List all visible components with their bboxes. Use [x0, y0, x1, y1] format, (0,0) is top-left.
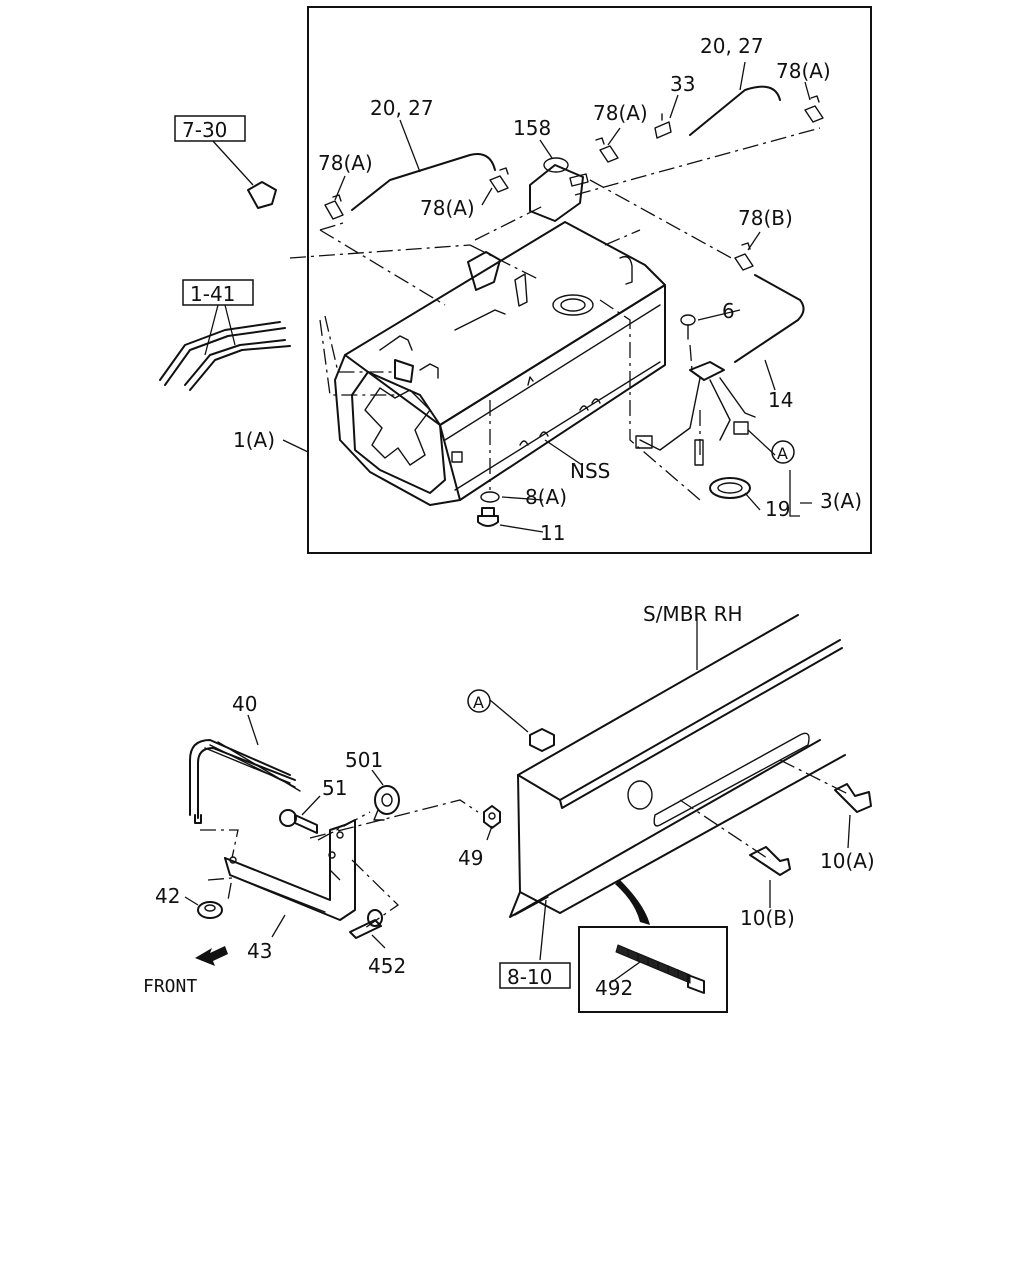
- connector-a-callout-top: A: [771, 440, 795, 464]
- ref-box-7-30[interactable]: 7-30: [174, 115, 246, 142]
- bushing-501[interactable]: [373, 785, 400, 821]
- label-gasket-19: 19: [765, 497, 790, 521]
- label-band-40: 40: [232, 692, 257, 716]
- label-hose-14: 14: [768, 388, 793, 412]
- label-plug-11: 11: [540, 521, 565, 545]
- label-screw-6: 6: [722, 299, 735, 323]
- nut-49[interactable]: [483, 805, 501, 829]
- svg-text:8-10: 8-10: [507, 965, 552, 989]
- label-clip-10a: 10(A): [820, 849, 875, 873]
- label-bracket-43: 43: [247, 939, 272, 963]
- label-front: FRONT: [143, 976, 197, 997]
- clip-78a-center[interactable]: [489, 167, 509, 193]
- hose-14[interactable]: [734, 274, 805, 363]
- label-bolt-51: 51: [322, 776, 347, 800]
- label-tank-1a: 1(A): [233, 428, 275, 452]
- nut-42[interactable]: [197, 901, 223, 919]
- cable-tie-492[interactable]: [615, 944, 705, 994]
- connector-block[interactable]: [529, 728, 555, 752]
- label-clip-78a-right-top: 78(A): [776, 59, 831, 83]
- tank-band-40[interactable]: [189, 739, 301, 824]
- connector-a-callout-bottom: A: [467, 689, 491, 713]
- label-bolt-452: 452: [368, 954, 406, 978]
- label-tie-492: 492: [595, 976, 633, 1000]
- screw-6[interactable]: [680, 314, 696, 340]
- svg-text:A: A: [473, 693, 484, 712]
- clip-10b[interactable]: [749, 846, 791, 876]
- bracket-43[interactable]: [224, 819, 356, 921]
- drain-plug-11[interactable]: [477, 507, 499, 527]
- bolt-452[interactable]: [349, 909, 383, 939]
- label-hose-upper-right: 20, 27: [700, 34, 764, 58]
- hose-upper-right[interactable]: [689, 85, 781, 136]
- frame-side-member[interactable]: [509, 614, 846, 918]
- clip-78a-left[interactable]: [324, 194, 344, 220]
- front-arrow-icon: [195, 946, 228, 966]
- bracket-158[interactable]: [529, 157, 589, 222]
- label-hose-upper-left: 20, 27: [370, 96, 434, 120]
- screw-33[interactable]: [654, 113, 672, 139]
- clip-78a-right-top[interactable]: [804, 95, 824, 123]
- label-frame-member: S/MBR RH: [643, 602, 743, 626]
- tank-detail-frame: [307, 6, 872, 554]
- ref-box-8-10[interactable]: 8-10: [499, 962, 571, 989]
- svg-text:1-41: 1-41: [190, 282, 235, 306]
- svg-text:A: A: [777, 444, 788, 463]
- label-clip-78b: 78(B): [738, 206, 793, 230]
- fuel-lines-1-41[interactable]: [159, 321, 291, 391]
- clip-10a[interactable]: [834, 783, 872, 813]
- tie-detail-frame: [578, 926, 728, 1013]
- fuel-sender-3a[interactable]: [635, 361, 756, 466]
- svg-text:7-30: 7-30: [182, 118, 227, 142]
- label-nut-42: 42: [155, 884, 180, 908]
- ref-box-1-41[interactable]: 1-41: [182, 279, 254, 306]
- label-screw-33: 33: [670, 72, 695, 96]
- clamp-7-30-part[interactable]: [247, 181, 277, 209]
- label-clip-78a-left: 78(A): [318, 151, 373, 175]
- label-clip-10b: 10(B): [740, 906, 795, 930]
- label-bracket-158: 158: [513, 116, 551, 140]
- bolt-51[interactable]: [279, 809, 318, 834]
- label-clip-78a-mid-top: 78(A): [593, 101, 648, 125]
- hose-upper-left[interactable]: [351, 153, 496, 211]
- label-bushing-501: 501: [345, 748, 383, 772]
- clip-78a-mid-top[interactable]: [595, 137, 619, 163]
- label-nut-49: 49: [458, 846, 483, 870]
- label-sender-3a: 3(A): [820, 489, 862, 513]
- tie-callout-arrow: [615, 880, 650, 925]
- gasket-19[interactable]: [709, 477, 751, 499]
- label-washer-8a: 8(A): [525, 485, 567, 509]
- fuel-tank[interactable]: [334, 221, 666, 506]
- washer-8a[interactable]: [480, 491, 500, 503]
- label-clip-78a-center: 78(A): [420, 196, 475, 220]
- label-nss: NSS: [570, 459, 610, 483]
